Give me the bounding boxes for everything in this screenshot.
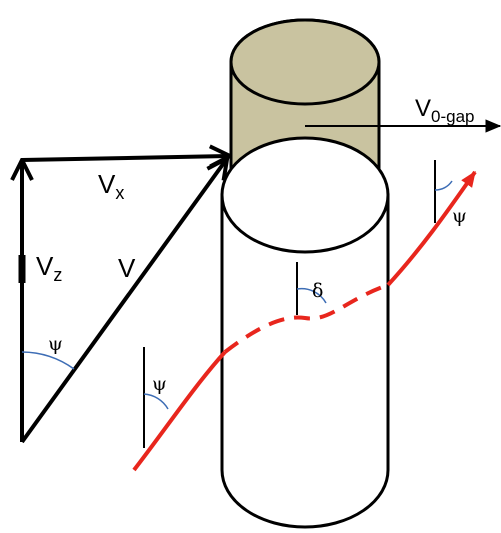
trajectory-visible-right bbox=[386, 170, 477, 287]
trajectory-visible-left bbox=[132, 350, 227, 472]
vz-label: Vz bbox=[36, 251, 62, 285]
v-arrow bbox=[20, 160, 226, 444]
psi-arc-triangle bbox=[21, 351, 75, 370]
wire-trajectory bbox=[132, 170, 477, 472]
delta-arc bbox=[296, 287, 327, 304]
v0gap-label: V0-gap bbox=[415, 95, 475, 126]
trajectory-hidden-front bbox=[223, 283, 389, 354]
lower-cylinder-body bbox=[220, 193, 390, 529]
lower-cylinder-top bbox=[220, 136, 390, 254]
psi-label-triangle: ψ bbox=[48, 333, 63, 355]
upper-cylinder bbox=[229, 18, 381, 182]
delta-label: δ bbox=[312, 280, 323, 302]
psi-arc-left bbox=[143, 393, 169, 410]
v-label: V bbox=[118, 253, 136, 283]
psi-label-right: ψ bbox=[452, 205, 467, 227]
velocity-triangle bbox=[20, 156, 228, 444]
psi-label-left: ψ bbox=[152, 373, 167, 395]
lower-cylinder bbox=[220, 136, 390, 529]
vx-label: Vx bbox=[98, 169, 124, 203]
vx-arrow bbox=[21, 156, 228, 160]
upper-cylinder-top bbox=[229, 18, 381, 106]
psi-arc-right bbox=[434, 180, 453, 191]
